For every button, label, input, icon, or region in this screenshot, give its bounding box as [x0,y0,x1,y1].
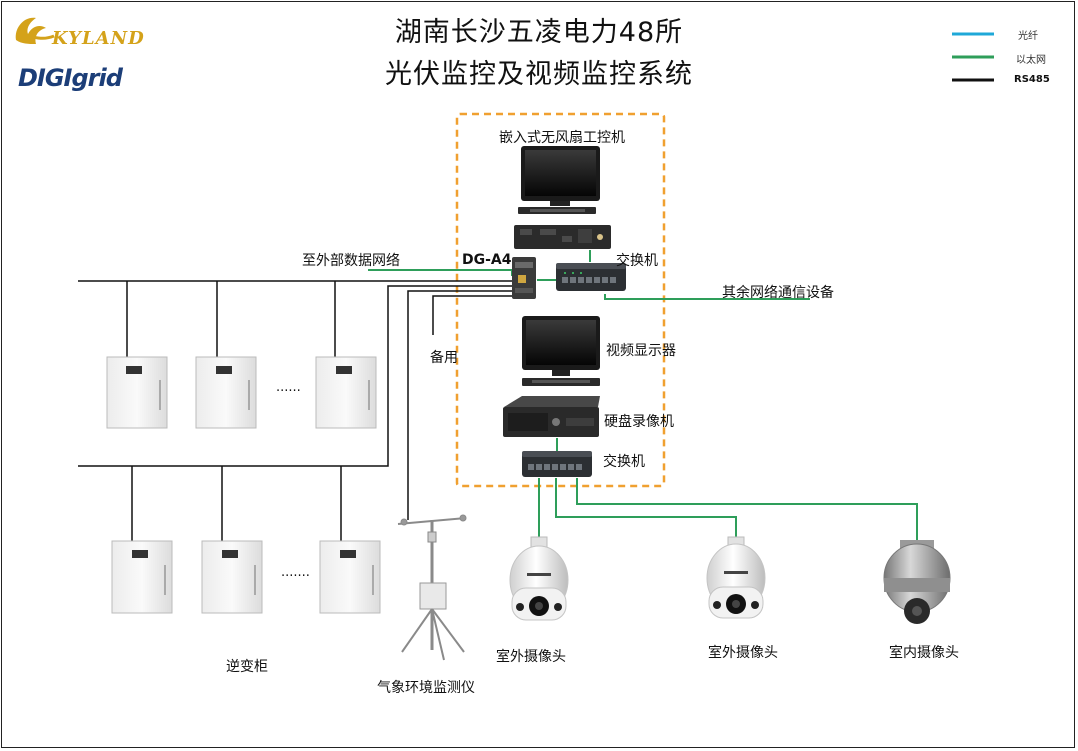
weather-station-label: 气象环境监测仪 [377,680,475,696]
outdoor-camera-2-label: 室外摄像头 [708,645,778,661]
cabinet-ellipsis-bottom: ....... [281,565,310,580]
ethernet-wiring [368,250,918,540]
indoor-camera-icon [883,540,951,624]
rs485-wiring [78,280,520,541]
dg-a4-label: DG-A4 [462,252,512,268]
inverter-cabinet-top-2-icon [195,356,257,429]
kyland-logo: KYLAND [10,10,145,54]
legend-rs485-label: RS485 [1014,74,1050,85]
indoor-camera-label: 室内摄像头 [889,645,959,661]
inverter-cabinet-top-1-icon [106,356,168,429]
inverter-label: 逆变柜 [226,659,268,675]
external-network-label: 至外部数据网络 [302,253,400,269]
cabinet-ellipsis-top: ...... [276,380,301,395]
embedded-ipc-label: 嵌入式无风扇工控机 [499,130,625,146]
ipc-monitor-icon [518,146,600,214]
nvr-icon [503,396,600,437]
ipc-unit-icon [514,225,611,249]
other-network-label: 其余网络通信设备 [722,285,834,301]
title-line-1: 湖南长沙五凌电力48所 [394,17,684,48]
switch-bottom-label: 交换机 [603,454,645,470]
video-display-icon [522,316,600,386]
inverter-cabinet-bottom-2-icon [201,540,263,614]
legend-fiber-label: 光纤 [1018,31,1038,42]
kyland-wordmark: KYLAND [52,28,145,49]
outdoor-camera-1-icon [509,536,569,621]
weather-station-icon [397,514,467,661]
switch-top-icon [556,263,626,291]
switch-bottom-icon [522,451,592,477]
inverter-cabinet-bottom-1-icon [111,540,173,614]
dg-a4-device-icon [512,257,536,299]
outdoor-camera-2-icon [706,536,766,619]
outdoor-camera-1-label: 室外摄像头 [496,649,566,665]
title-line-2: 光伏监控及视频监控系统 [385,59,693,90]
switch-top-label: 交换机 [616,253,658,269]
digigrid-logo: DIGIgrid [18,64,123,92]
video-display-label: 视频显示器 [606,343,676,359]
inverter-cabinet-top-3-icon [315,356,377,429]
kyland-emblem-icon [15,17,55,44]
legend-ethernet-label: 以太网 [1016,55,1046,66]
nvr-label: 硬盘录像机 [604,414,674,430]
spare-label: 备用 [430,350,458,366]
inverter-cabinet-bottom-3-icon [319,540,381,614]
